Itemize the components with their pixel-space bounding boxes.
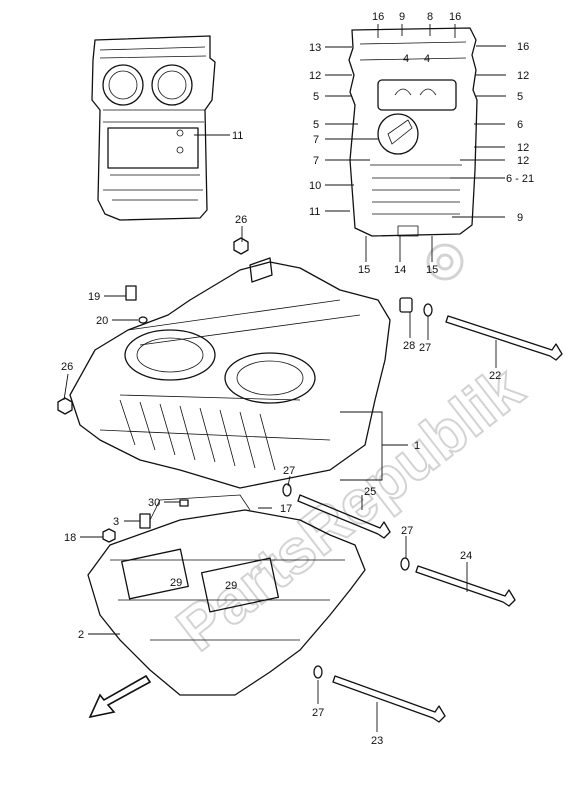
washer-27a [423, 303, 433, 317]
crankcase-lower [87, 494, 366, 696]
callout-16-right: 16 [517, 41, 529, 53]
small-parts [57, 237, 563, 723]
callout-20: 20 [96, 315, 108, 327]
bolt-30 [179, 499, 189, 507]
callout-12-right-a: 12 [517, 70, 529, 82]
callout-13: 13 [309, 42, 321, 54]
callout-7-b: 7 [313, 155, 319, 167]
bush-28 [399, 297, 413, 313]
washer-27c [400, 557, 410, 571]
callout-2: 2 [78, 629, 84, 641]
callout-6-21: 6 - 21 [506, 173, 534, 185]
watermark-text: PartsRepublik [165, 353, 536, 664]
dowel-19 [125, 285, 137, 301]
bolt-25 [297, 494, 391, 539]
callout-3: 3 [113, 516, 119, 528]
callout-30: 30 [148, 497, 160, 509]
callout-1: 1 [414, 440, 420, 452]
callout-27-c: 27 [401, 525, 413, 537]
bolt-24 [415, 565, 516, 607]
callout-6-right: 6 [517, 119, 523, 131]
callout-labels: 11 16 9 8 16 13 16 12 12 4 4 5 5 5 6 7 1… [61, 11, 534, 747]
callout-27-a: 27 [419, 342, 431, 354]
nut-18 [102, 528, 116, 543]
callout-12-right-c: 12 [517, 155, 529, 167]
callout-26-left: 26 [61, 361, 73, 373]
callout-9-right: 9 [517, 212, 523, 224]
washer-27b [282, 483, 292, 497]
callout-23: 23 [371, 735, 383, 747]
washer-27d [313, 665, 323, 679]
callout-18: 18 [64, 532, 76, 544]
bolt-22 [445, 315, 563, 361]
inset-upper-left [91, 35, 216, 221]
nut-26-left [57, 397, 73, 415]
watermark-gear-icon [426, 243, 464, 281]
callout-19: 19 [88, 291, 100, 303]
callout-15-a: 15 [358, 264, 370, 276]
callout-27-b: 27 [283, 465, 295, 477]
callout-9-top: 9 [399, 11, 405, 23]
bolt-23 [332, 675, 446, 723]
callout-12-right-b: 12 [517, 142, 529, 154]
callout-22: 22 [489, 370, 501, 382]
dowel-3 [139, 513, 151, 529]
oring-20 [138, 316, 148, 324]
callout-4-b: 4 [424, 53, 430, 65]
callout-11-left: 11 [232, 130, 243, 142]
leader-lines [63, 24, 506, 732]
callout-25: 25 [364, 486, 376, 498]
callout-26-top: 26 [235, 214, 247, 226]
callout-5-left-a: 5 [313, 91, 319, 103]
direction-arrow-icon [88, 674, 152, 719]
callout-27-d: 27 [312, 707, 324, 719]
callout-16-top-b: 16 [449, 11, 461, 23]
callout-12-left-a: 12 [309, 70, 321, 82]
callout-4-a: 4 [403, 53, 409, 65]
callout-7-a: 7 [313, 134, 319, 146]
callout-17: 17 [280, 503, 292, 515]
callout-15-b: 15 [426, 264, 438, 276]
callout-10: 10 [309, 180, 321, 192]
callout-11-right: 11 [309, 206, 320, 218]
callout-8: 8 [427, 11, 433, 23]
callout-14: 14 [394, 264, 406, 276]
callout-29-b: 29 [225, 580, 237, 592]
callout-24: 24 [460, 550, 472, 562]
nut-26-top [233, 237, 249, 255]
callout-5-right: 5 [517, 91, 523, 103]
crankcase-upper [69, 257, 391, 489]
callout-16-top-a: 16 [372, 11, 384, 23]
callout-28: 28 [403, 340, 415, 352]
inset-upper-right [348, 27, 478, 237]
callout-29-a: 29 [170, 577, 182, 589]
callout-5-left-b: 5 [313, 119, 319, 131]
